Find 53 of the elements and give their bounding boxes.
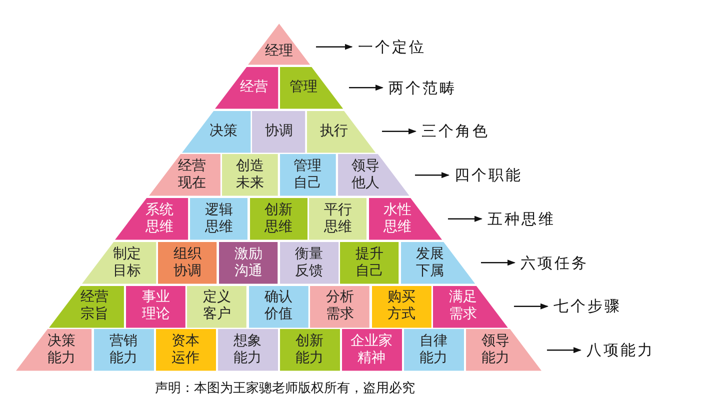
pyramid-segment: 管理 [278, 66, 345, 110]
pyramid-segment: 满足需求 [432, 284, 510, 328]
pyramid-segment: 逻辑思维 [189, 197, 249, 241]
pyramid-segment: 决策能力 [14, 328, 93, 372]
pyramid-segment: 创新能力 [278, 328, 341, 372]
arrow [349, 84, 384, 91]
arrow [448, 216, 482, 222]
pyramid-segment: 想象能力 [216, 328, 279, 372]
row-label: 八项能力 [586, 341, 654, 360]
pyramid-segment: 创新思维 [248, 197, 308, 241]
pyramid-segment: 自律能力 [402, 328, 464, 372]
copyright-note: 声明：本图为王家骢老师版权所有，盗用必究 [155, 380, 415, 397]
arrow [382, 128, 416, 134]
row-label: 三个角色 [422, 122, 490, 140]
pyramid-segment: 领导他人 [336, 153, 411, 197]
pyramid-segment: 领导能力 [464, 328, 543, 372]
pyramid-segment: 事业理论 [125, 284, 186, 328]
pyramid-segment: 创造未来 [220, 153, 279, 197]
pyramid-segment: 企业家精神 [340, 328, 402, 372]
row-label: 五种思维 [488, 210, 556, 228]
pyramid-segment: 平行思维 [308, 197, 368, 241]
pyramid-segment: 经营宗旨 [47, 284, 126, 328]
pyramid-segment: 营销能力 [92, 328, 155, 372]
pyramid-segment: 激励沟通 [218, 240, 279, 284]
arrow [316, 44, 353, 50]
pyramid-segment: 经营现在 [146, 153, 221, 197]
row-label: 两个范畴 [388, 78, 456, 97]
pyramid-segment: 管理自己 [278, 153, 337, 197]
pyramid-segment: 资本运作 [154, 328, 217, 372]
arrow [480, 260, 516, 266]
row-label: 一个定位 [358, 38, 426, 56]
arrow [415, 172, 450, 178]
pyramid-segment: 经理 [246, 22, 312, 66]
arrow [546, 347, 582, 354]
pyramid-segment: 衡量反馈 [278, 240, 340, 284]
pyramid-segment: 决策 [180, 110, 252, 154]
row-label: 七个步骤 [554, 297, 622, 316]
row-label: 六项任务 [520, 254, 588, 272]
pyramid-segment: 购买方式 [370, 284, 432, 328]
pyramid-segment: 分析需求 [309, 284, 371, 328]
pyramid-segment: 提升自己 [339, 240, 400, 284]
pyramid-segment: 执行 [306, 110, 378, 154]
arrow [514, 303, 548, 310]
pyramid-segment: 组织协调 [157, 240, 218, 284]
row-label: 四个职能 [454, 166, 522, 184]
pyramid-segment: 水性思维 [368, 197, 444, 241]
pyramid-segment: 系统思维 [113, 197, 190, 241]
pyramid-segment: 协调 [251, 110, 306, 154]
pyramid-segment: 制定目标 [80, 240, 158, 284]
pyramid-segment: 经营 [212, 66, 279, 110]
pyramid-segment: 确认价值 [248, 284, 310, 328]
pyramid-segment: 定义客户 [186, 284, 248, 328]
pyramid-segment: 发展下属 [400, 240, 477, 284]
